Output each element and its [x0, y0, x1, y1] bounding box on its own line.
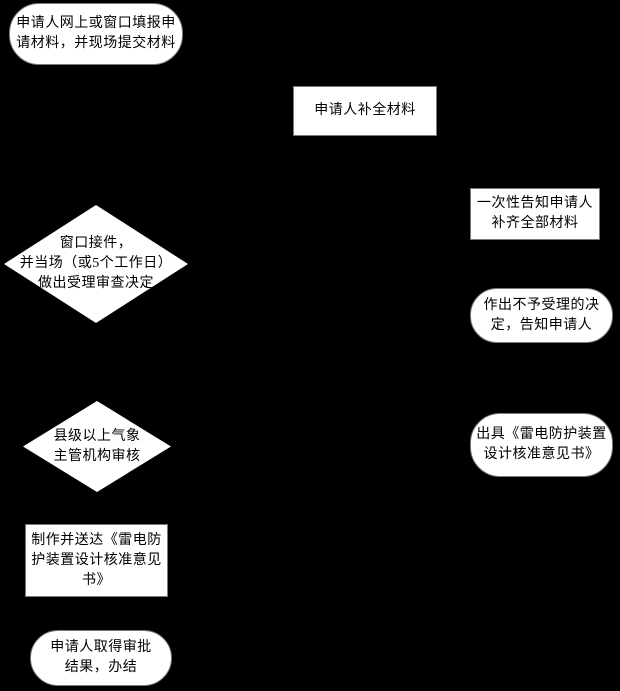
node-text-line: 申请人补全材料 [314, 103, 416, 118]
flowchart-node-supplement-materials: 申请人补全材料 [293, 86, 437, 136]
node-text-line: 并当场（或5个工作日） [19, 256, 173, 271]
node-text-line: 出具《雷电防护装置 [476, 427, 607, 442]
flowchart-decision-meteorological-review: 县级以上气象 主管机构审核 [23, 401, 171, 492]
flowchart-node-notify-all-materials: 一次性告知申请人 补齐全部材料 [470, 188, 600, 240]
node-text-line: 主管机构审核 [53, 448, 141, 464]
node-text-line: 结果，办结 [64, 660, 138, 675]
flowchart-node-end-result: 申请人取得审批 结果，办结 [30, 630, 172, 686]
node-text-line: 定，告知申请人 [490, 317, 593, 333]
node-text-line: 请材料，并现场提交材料 [16, 36, 176, 51]
node-text-line: 县级以上气象 [53, 428, 141, 444]
node-text-line: 申请人取得审批 [50, 640, 152, 655]
node-text-line: 作出不予受理的决 [483, 297, 600, 313]
node-text-line: 申请人网上或窗口填报申 [16, 16, 176, 31]
node-text-line: 护装置设计核准意见 [31, 552, 162, 568]
flowchart-node-reject-decision: 作出不予受理的决 定，告知申请人 [470, 288, 613, 343]
flowchart-node-start: 申请人网上或窗口填报申 请材料，并现场提交材料 [9, 3, 183, 65]
flowchart-decision-window-acceptance: 窗口接件， 并当场（或5个工作日） 做出受理审查决定 [4, 205, 188, 323]
node-text-line: 制作并送达《雷电防 [31, 532, 162, 548]
node-text-line: 补齐全部材料 [491, 216, 579, 231]
node-text-line: 设计核准意见书》 [483, 447, 600, 462]
node-text-line: 一次性告知申请人 [477, 196, 593, 211]
node-text-line: 窗口接件， [59, 236, 133, 251]
node-text-line: 做出受理审查决定 [38, 276, 154, 291]
flowchart-node-make-and-deliver-document: 制作并送达《雷电防 护装置设计核准意见 书》 [25, 524, 168, 597]
node-text-line: 书》 [82, 572, 111, 588]
flowchart-node-issue-approval-document: 出具《雷电防护装置 设计核准意见书》 [470, 413, 613, 477]
